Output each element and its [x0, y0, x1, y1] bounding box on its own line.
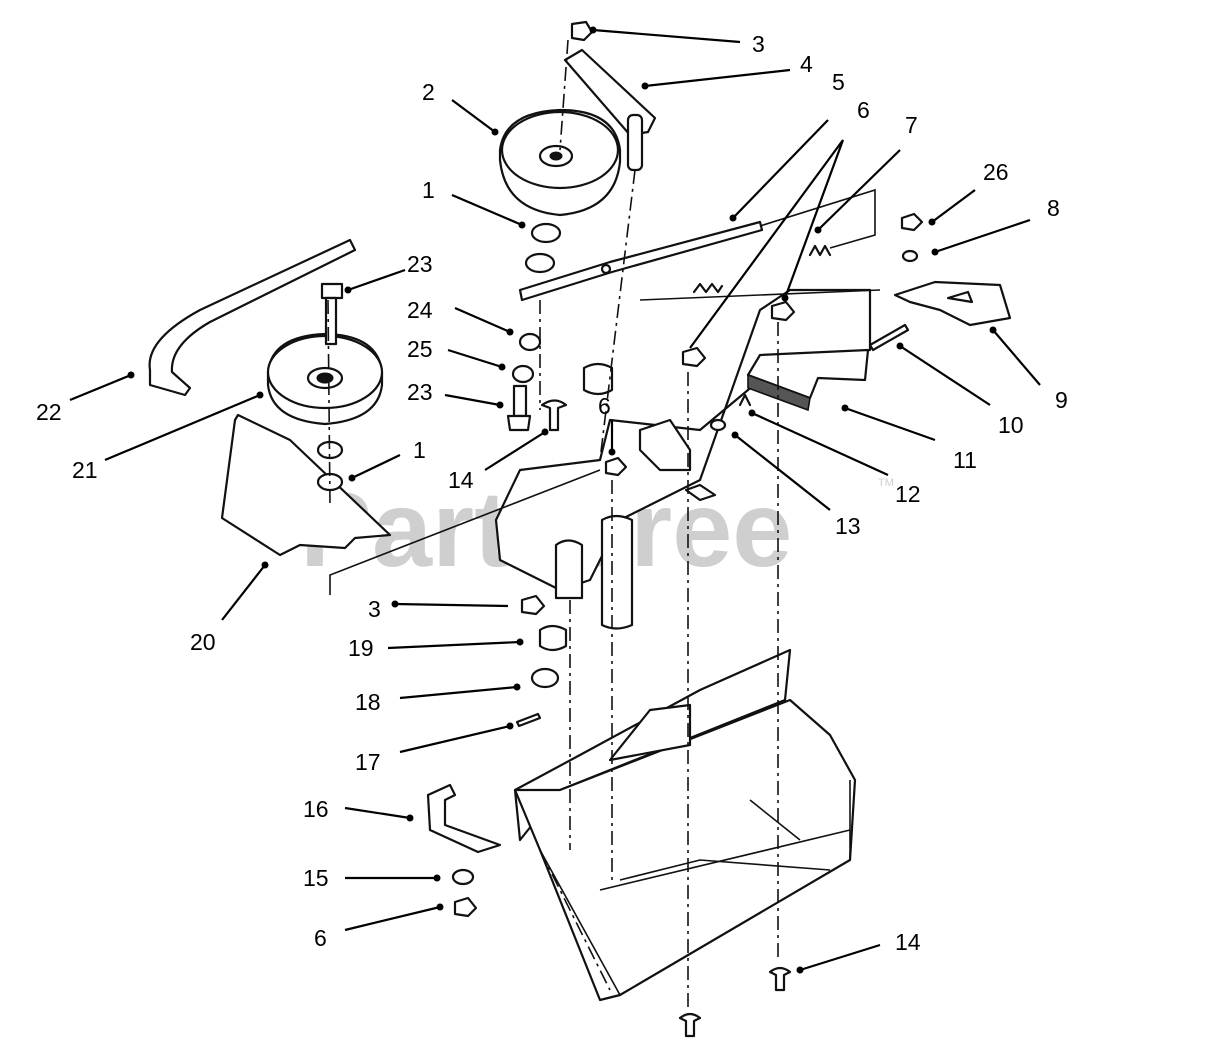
- callout-9: 9: [1055, 387, 1068, 413]
- callout-numbers: 1 1 2 3 3 4 5 6 6 6 7 8 9 10 11 12 13 14…: [36, 31, 1068, 955]
- washer-upper-2: [524, 252, 556, 274]
- callout-26: 26: [983, 159, 1009, 185]
- callout-10: 10: [998, 412, 1024, 438]
- nut-3-top: [570, 20, 594, 42]
- callout-17: 17: [355, 749, 381, 775]
- bushing-19: [538, 624, 568, 652]
- nut-24: [518, 332, 542, 352]
- washer-18: [530, 667, 560, 689]
- bracket-16: [426, 783, 502, 854]
- nut-6-bottom: [453, 896, 478, 918]
- callout-15: 15: [303, 865, 329, 891]
- nut-6-mid: [681, 346, 707, 368]
- pulley-left: [266, 332, 384, 426]
- callout-14-lower: 14: [895, 929, 921, 955]
- nut-3-lower: [520, 594, 546, 616]
- callout-18: 18: [355, 689, 381, 715]
- pin-10: [868, 323, 910, 352]
- callout-6-top: 6: [857, 97, 870, 123]
- bracket-11: [746, 348, 870, 412]
- callout-16: 16: [303, 796, 329, 822]
- callout-20: 20: [190, 629, 216, 655]
- callout-24: 24: [407, 297, 433, 323]
- callout-22: 22: [36, 399, 62, 425]
- washer-1-upper: [530, 222, 562, 244]
- bolt-23-top: [320, 282, 344, 346]
- callout-5: 5: [832, 69, 845, 95]
- callout-4: 4: [800, 51, 813, 77]
- bolt-23-lower: [506, 384, 532, 432]
- callout-2: 2: [422, 79, 435, 105]
- tube-left: [554, 539, 584, 600]
- watermark-trademark: TM: [878, 477, 894, 489]
- callout-23-top: 23: [407, 251, 433, 277]
- callout-14-upper: 14: [448, 467, 474, 493]
- nut-6-right: [770, 300, 796, 322]
- bushing-top: [582, 362, 614, 396]
- spring-7: [808, 244, 832, 257]
- callout-21: 21: [72, 457, 98, 483]
- shield-plate: [220, 413, 392, 557]
- nut-26: [900, 212, 924, 232]
- callout-25: 25: [407, 336, 433, 362]
- pin-17: [515, 712, 542, 728]
- bracket-9: [893, 280, 1012, 327]
- callout-leaders: [69, 26, 1041, 974]
- pulley-upper: [498, 108, 622, 217]
- deck-housing: [513, 648, 857, 1002]
- callout-6-center: 6: [598, 393, 611, 419]
- callout-8: 8: [1047, 195, 1060, 221]
- callout-3-lower: 3: [368, 596, 381, 622]
- callout-12: 12: [895, 481, 921, 507]
- carriage-bolt-bottom: [678, 1012, 702, 1038]
- callout-1-left: 1: [413, 437, 426, 463]
- callout-7: 7: [905, 112, 918, 138]
- carriage-bolt-14-upper: [540, 399, 568, 432]
- nut-6-center: [604, 456, 628, 477]
- washer-25: [511, 364, 535, 384]
- callout-23-lower: 23: [407, 379, 433, 405]
- assembly-lines: [327, 39, 779, 1010]
- washer-13: [709, 418, 727, 432]
- callout-1-upper: 1: [422, 177, 435, 203]
- washer-8: [901, 249, 919, 263]
- belt: [148, 238, 357, 397]
- callout-3-top: 3: [752, 31, 765, 57]
- callout-6-bottom: 6: [314, 925, 327, 951]
- clip-12: [738, 393, 752, 407]
- control-rod: [518, 188, 876, 302]
- callout-11: 11: [953, 447, 977, 473]
- tube-center: [600, 514, 634, 630]
- washer-15: [451, 868, 475, 886]
- carriage-bolt-14-lower: [768, 966, 792, 992]
- callout-19: 19: [348, 635, 374, 661]
- callout-13: 13: [835, 513, 861, 539]
- spring-6: [692, 282, 724, 294]
